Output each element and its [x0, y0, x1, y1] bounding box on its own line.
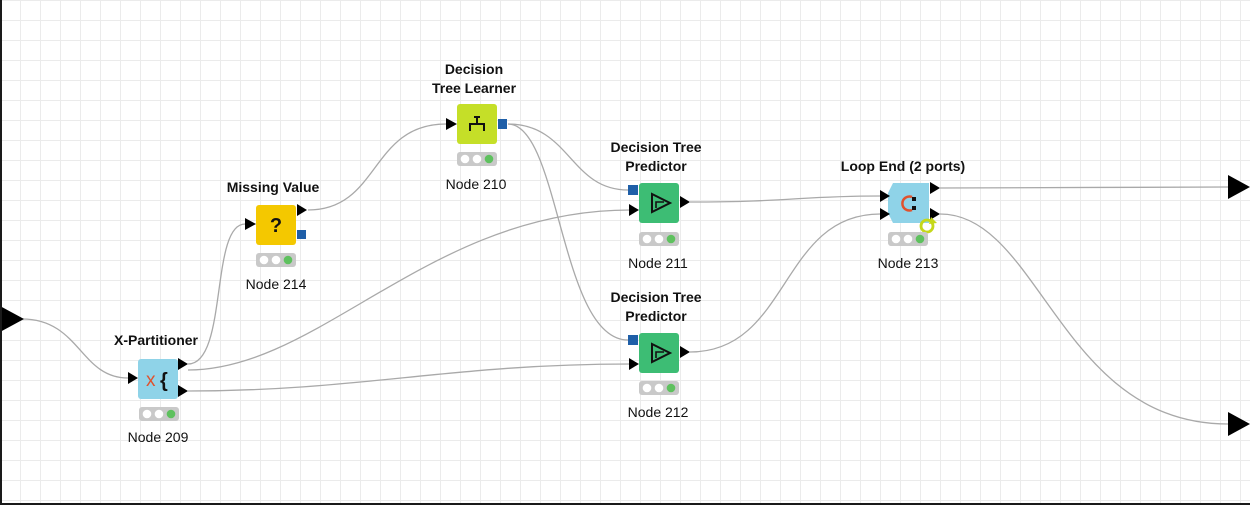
connection-209-to-211[interactable]: [187, 209, 631, 371]
svg-text:x: x: [146, 370, 156, 391]
node-209-body[interactable]: [138, 359, 178, 399]
node-209-output-port-2[interactable]: [178, 385, 188, 397]
node-214-status-light: [256, 253, 296, 267]
node-212-input-port-model[interactable]: [628, 335, 638, 345]
node-213-output-port-1[interactable]: [930, 182, 940, 194]
node-210-input-port[interactable]: [446, 118, 457, 130]
node-213-label: Node 213: [877, 255, 939, 271]
node-211-input-port-model[interactable]: [628, 185, 638, 195]
node-212-label: Node 212: [627, 404, 689, 420]
connection-210-to-211[interactable]: [507, 123, 629, 191]
connection-213-to-meta-out-2[interactable]: [939, 213, 1229, 425]
metanode-input-port[interactable]: [0, 306, 24, 332]
node-209-output-port-1[interactable]: [178, 358, 188, 370]
node-212-status-light: [639, 381, 679, 395]
node-214-output-port-model[interactable]: [297, 230, 306, 239]
node-211-title: Decision Tree Predictor: [610, 139, 702, 174]
node-211-label: Node 211: [628, 255, 688, 271]
connection-214-to-210[interactable]: [307, 123, 447, 211]
node-209[interactable]: x {: [128, 358, 188, 421]
svg-text:{: {: [160, 370, 168, 392]
canvas-left-border: [0, 0, 2, 505]
connection-213-to-meta-out-1[interactable]: [939, 186, 1229, 189]
connection-meta-in-to-209[interactable]: [21, 318, 129, 379]
node-212-output-port[interactable]: [680, 346, 690, 358]
node-213-input-port-1[interactable]: [880, 190, 890, 202]
node-214-output-port-data[interactable]: [297, 204, 307, 216]
node-209-label: Node 209: [127, 429, 189, 445]
connection-212-to-213[interactable]: [689, 213, 881, 353]
node-209-title: X-Partitioner: [113, 332, 199, 348]
decision-tree-learner-icon: [469, 116, 485, 131]
node-212[interactable]: [628, 333, 690, 395]
decision-tree-predictor-icon: [651, 342, 673, 364]
metanode-output-port-1[interactable]: [1228, 175, 1250, 199]
metanode-output-port-2[interactable]: [1228, 412, 1250, 436]
node-210-title: Decision Tree Learner: [431, 61, 517, 96]
question-mark-icon: ?: [270, 215, 282, 237]
canvas-bottom-border: [0, 503, 1250, 505]
node-210-label: Node 210: [445, 176, 507, 192]
node-212-input-port-data[interactable]: [629, 358, 639, 370]
loop-end-icon: [901, 195, 916, 212]
node-209-status-light: [139, 407, 179, 421]
node-214-title: Missing Value: [226, 179, 320, 195]
node-211-body[interactable]: [639, 183, 679, 223]
node-210[interactable]: [446, 104, 507, 166]
node-211-output-port[interactable]: [680, 196, 690, 208]
node-213-title: Loop End (2 ports): [840, 158, 966, 174]
decision-tree-predictor-icon: [651, 192, 673, 214]
connection-210-to-212[interactable]: [507, 123, 629, 341]
node-213-input-port-2[interactable]: [880, 208, 890, 220]
node-214-label: Node 214: [245, 276, 307, 292]
node-211-status-light: [639, 232, 679, 246]
x-partitioner-icon: x {: [146, 370, 168, 392]
connection-211-to-213[interactable]: [689, 195, 881, 203]
loop-refresh-icon: [919, 217, 937, 234]
node-210-status-light: [457, 152, 497, 166]
node-212-body[interactable]: [639, 333, 679, 373]
connection-209-to-214[interactable]: [187, 223, 246, 365]
node-213[interactable]: [880, 182, 940, 246]
node-209-input-port[interactable]: [128, 372, 138, 384]
node-214-input-port[interactable]: [245, 218, 256, 230]
node-214[interactable]: ?: [245, 204, 307, 267]
node-211[interactable]: [628, 183, 690, 246]
node-213-body[interactable]: [888, 183, 929, 223]
node-213-output-port-2[interactable]: [930, 208, 940, 220]
node-213-status-light: [888, 232, 928, 246]
connection-209-to-212[interactable]: [187, 363, 631, 392]
node-214-body[interactable]: [256, 205, 296, 245]
node-211-input-port-data[interactable]: [629, 204, 639, 216]
node-212-title: Decision Tree Predictor: [610, 289, 702, 324]
node-210-output-port-model[interactable]: [498, 119, 507, 129]
